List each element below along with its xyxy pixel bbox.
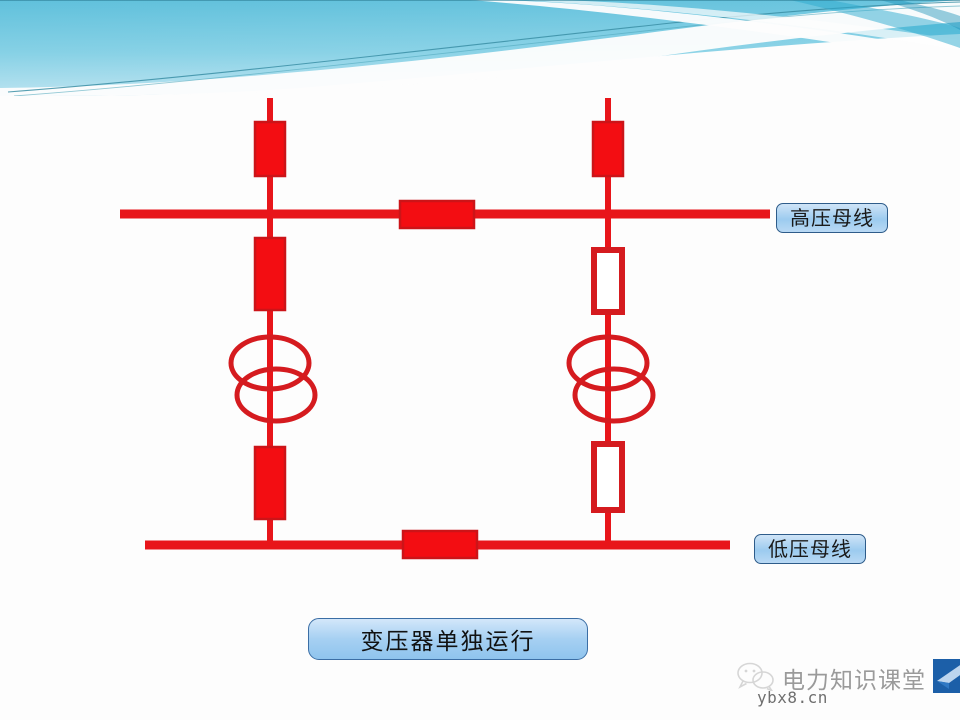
left-lv-side-breaker bbox=[253, 445, 287, 521]
left-transformer bbox=[228, 334, 318, 424]
hv-bus-callout-label: 高压母线 bbox=[776, 203, 888, 233]
right-branch bbox=[566, 98, 656, 545]
watermark-account-name: 电力知识课堂 bbox=[782, 668, 926, 694]
decorative-wave-banner bbox=[0, 0, 960, 96]
watermark: 电力知识课堂 bbox=[736, 652, 960, 704]
right-transformer bbox=[566, 334, 656, 424]
channel-logo-icon bbox=[933, 658, 960, 698]
diagram-caption: 变压器单独运行 bbox=[308, 618, 588, 660]
watermark-url: ybx8.cn bbox=[757, 688, 828, 707]
right-hv-side-breaker bbox=[591, 247, 625, 315]
lv-bus-tie-breaker bbox=[401, 529, 479, 560]
right-lv-side-breaker bbox=[591, 441, 625, 513]
wechat-icon bbox=[736, 661, 776, 696]
lv-bus-callout-label: 低压母线 bbox=[754, 534, 866, 564]
hv-bus-tie-breaker bbox=[398, 199, 476, 230]
left-incoming-breaker bbox=[253, 120, 287, 178]
left-branch bbox=[228, 98, 318, 545]
right-incoming-breaker bbox=[591, 120, 625, 178]
left-hv-side-breaker bbox=[253, 236, 287, 312]
